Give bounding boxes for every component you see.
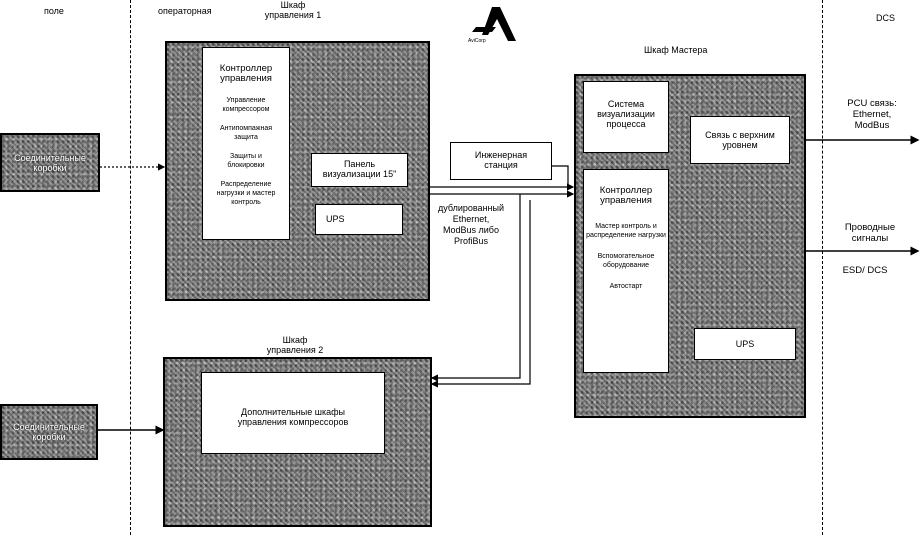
engineering-station-line1: Инженерная [474, 150, 528, 160]
junction-box-top: Соединительные коробки [0, 133, 100, 192]
network-label-line3: ModBus либо [443, 225, 499, 235]
cabinet2-inner-line1: Дополнительные шкафы [241, 407, 345, 417]
wired-line2: сигналы [851, 233, 889, 244]
process-visualization-system: Система визуализации процесса [583, 81, 669, 153]
cabinet1-controller-title-1: Контроллер [219, 63, 273, 74]
network-label-line2: Ethernet, [452, 214, 490, 224]
link-cab2-b [430, 200, 531, 388]
cabinet2-additional-cabinets: Дополнительные шкафы управления компресс… [201, 372, 385, 454]
junction-box-top-label-2: коробки [33, 163, 67, 173]
wired-line1: Проводные [844, 222, 896, 233]
cabinet2-title-line1: Шкаф [282, 335, 308, 345]
zone-label-field: поле [44, 6, 64, 16]
zone-divider-dcs [822, 0, 823, 535]
wired-signals-label: Проводные сигналы [820, 222, 920, 244]
logo-text: AviCorp [468, 38, 486, 44]
zone-label-dcs: DCS [876, 13, 896, 23]
cabinet2: Дополнительные шкафы управления компресс… [163, 357, 432, 527]
master-ups-label: UPS [735, 339, 755, 349]
esd-dcs-label: ESD/ DCS [842, 265, 888, 276]
network-label: дублированный Ethernet, ModBus либо Prof… [426, 203, 516, 247]
network-label-line4: ProfiBus [453, 236, 488, 246]
master-function-1: Мастер контроль и распределение нагрузки [586, 223, 666, 239]
cabinet1-function-4: Распределение нагрузки и мастер контроль [216, 181, 276, 206]
master-controller-title-1: Контроллер [599, 185, 653, 196]
viz-line2: визуализации [597, 109, 655, 119]
visualization-panel-line1: Панель [343, 159, 376, 169]
visualization-panel-line2: визуализации 15" [322, 169, 397, 179]
link-cab2-a [430, 194, 521, 382]
junction-box-bottom: Соединительные коробки [0, 404, 98, 460]
cabinet2-inner-line2: управления компрессоров [237, 417, 349, 427]
junction-box-bottom-label-2: коробки [32, 432, 66, 442]
upper-level-comm: Связь с верхним уровнем [690, 116, 790, 164]
master-title: Шкаф Мастера [644, 45, 708, 55]
link-eng-station [552, 165, 569, 187]
master-function-2: Вспомогательное оборудование [597, 253, 655, 269]
zone-divider-field [130, 0, 131, 535]
master-controller-title-2: управления [600, 195, 652, 206]
cabinet2-title: Шкаф управления 2 [250, 335, 340, 355]
master-controller: Контроллер управления Мастер контроль и … [583, 169, 669, 373]
master-cabinet: Система визуализации процесса Связь с ве… [574, 74, 806, 418]
cabinet1-title-line1: Шкаф [280, 0, 306, 10]
cabinet1-ups-label: UPS [326, 214, 345, 224]
cabinet1: Контроллер управления Управление компрес… [165, 41, 430, 301]
zone-label-operator-room: операторная [158, 6, 212, 16]
master-ups: UPS [694, 328, 796, 360]
engineering-station-line2: станция [484, 160, 518, 170]
pcu-line3: ModBus [854, 120, 890, 131]
engineering-station: Инженерная станция [450, 142, 552, 180]
junction-box-bottom-label-1: Соединительные [13, 422, 85, 432]
cabinet1-title-line2: управления 1 [264, 10, 322, 20]
pcu-line1: PCU связь: [847, 98, 897, 109]
junction-box-top-label-1: Соединительные [14, 153, 86, 163]
pcu-label: PCU связь: Ethernet, ModBus [822, 98, 921, 131]
network-label-line1: дублированный [437, 203, 504, 213]
cabinet1-function-3: Защиты и блокировки [227, 153, 265, 169]
cabinet1-title: Шкаф управления 1 [248, 0, 338, 20]
cabinet1-controller-title-2: управления [220, 73, 272, 84]
cabinet1-ups: UPS [315, 204, 403, 235]
viz-line1: Система [607, 99, 645, 109]
viz-line3: процесса [606, 119, 646, 129]
cabinet1-function-1: Управление компрессором [222, 97, 270, 113]
cabinet1-controller: Контроллер управления Управление компрес… [202, 47, 290, 240]
cabinet1-function-2: Антипомпажная защита [219, 125, 273, 141]
pcu-line2: Ethernet, [852, 109, 892, 120]
avicorp-logo: AviCorp [468, 5, 520, 45]
cabinet2-title-line2: управления 2 [266, 345, 324, 355]
comm-line1: Связь с верхним [705, 130, 775, 140]
comm-line2: уровнем [722, 140, 758, 150]
visualization-panel: Панель визуализации 15" [311, 153, 408, 187]
master-function-3: Автостарт [609, 283, 643, 290]
